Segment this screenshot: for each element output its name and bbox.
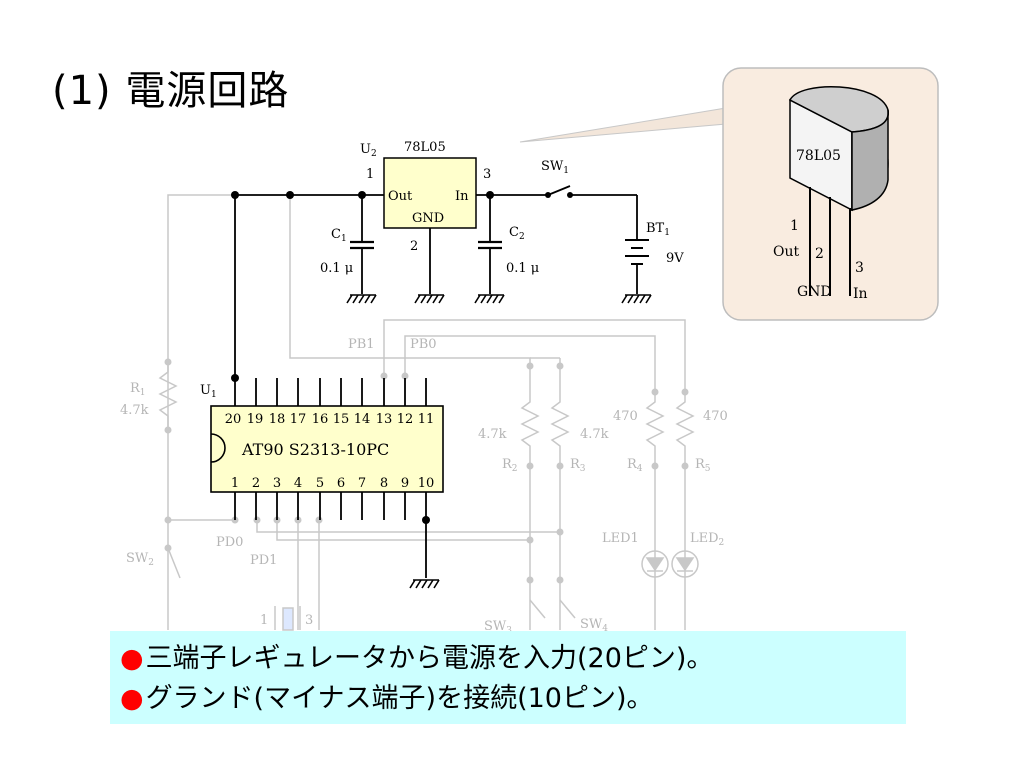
pin-number: 9 bbox=[401, 476, 409, 491]
note-line-1: ●三端子レギュレータから電源を入力(20ピン)。 bbox=[120, 639, 906, 679]
callout-pin1-label: 1 bbox=[790, 218, 799, 234]
ground-symbols bbox=[346, 294, 652, 589]
reg-part-label: 78L05 bbox=[404, 140, 446, 155]
pin-number: 8 bbox=[380, 476, 388, 491]
page-title: (1) 電源回路 bbox=[52, 68, 290, 114]
pin-number: 10 bbox=[418, 476, 435, 491]
ground-icon bbox=[621, 294, 652, 304]
bullet-icon: ● bbox=[120, 683, 144, 714]
pin-number: 7 bbox=[358, 476, 366, 491]
note-line-2: ●グランド(マイナス端子)を接続(10ピン)。 bbox=[120, 679, 906, 719]
r4-value: 470 bbox=[613, 409, 638, 424]
pin-number: 1 bbox=[231, 476, 239, 491]
reg-pin1-label: 1 bbox=[366, 167, 374, 182]
dimmed-junctions bbox=[164, 358, 689, 584]
pin-number: 14 bbox=[354, 412, 371, 427]
callout-pin2-label: 2 bbox=[815, 246, 824, 262]
c2-label: C2 bbox=[509, 225, 525, 242]
dimmed-circuit bbox=[158, 194, 699, 631]
dimmed-labels: PB1 PB0 R1 4.7k 4.7k R2 4.7k R3 470 R4 4… bbox=[120, 337, 728, 636]
mcu-part-label: AT90 S2313-10PC bbox=[241, 440, 389, 459]
r1-value: 4.7k bbox=[120, 403, 149, 418]
bt1-value: 9V bbox=[666, 251, 684, 266]
pb1-label: PB1 bbox=[348, 337, 375, 352]
bullet-icon: ● bbox=[120, 643, 144, 674]
pd0-label: PD0 bbox=[216, 535, 243, 550]
r4-label: R4 bbox=[627, 457, 643, 474]
r1-label: R1 bbox=[130, 381, 146, 398]
reg-gnd-label: GND bbox=[412, 211, 444, 226]
pin-number: 6 bbox=[337, 476, 345, 491]
pin-number: 5 bbox=[316, 476, 324, 491]
sw4-label: SW4 bbox=[580, 617, 608, 634]
ground-icon bbox=[414, 294, 445, 304]
pd1-label: PD1 bbox=[250, 553, 277, 568]
schematic-labels: U2 78L05 1 3 Out In GND 2 C1 0.1 μ C2 0.… bbox=[200, 140, 684, 459]
pin-number: 2 bbox=[252, 476, 260, 491]
reg-in-label: In bbox=[455, 189, 469, 204]
pin-number: 12 bbox=[397, 412, 414, 427]
u1-label: U1 bbox=[200, 383, 217, 400]
bt1-label: BT1 bbox=[646, 221, 670, 238]
r5-label: R5 bbox=[695, 457, 711, 474]
reg-pin3-label: 3 bbox=[483, 167, 491, 182]
pin-number: 19 bbox=[247, 412, 264, 427]
note-text-2: グランド(マイナス端子)を接続(10ピン)。 bbox=[145, 683, 654, 714]
reg-pin2-label: 2 bbox=[410, 239, 418, 254]
ground-icon bbox=[474, 294, 505, 304]
pin-number: 11 bbox=[418, 412, 435, 427]
regulator-78l05 bbox=[383, 157, 477, 229]
callout-gnd-label: GND bbox=[797, 284, 832, 300]
xtal-pin1-label: 1 bbox=[260, 613, 268, 628]
reg-out-label: Out bbox=[388, 189, 413, 204]
ground-icon bbox=[409, 579, 440, 589]
active-junctions bbox=[231, 191, 573, 524]
r3-label: R3 bbox=[570, 457, 586, 474]
r2-label: R2 bbox=[502, 457, 518, 474]
xtal-pin3-label: 3 bbox=[305, 613, 313, 628]
u2-label: U2 bbox=[360, 142, 377, 159]
mcu-top-pin-numbers: 20 19 18 17 16 15 14 13 12 11 bbox=[225, 412, 435, 427]
pin-number: 17 bbox=[290, 412, 307, 427]
pin-number: 20 bbox=[225, 412, 242, 427]
callout-in-label: In bbox=[853, 286, 868, 302]
note-text-1: 三端子レギュレータから電源を入力(20ピン)。 bbox=[145, 643, 714, 674]
pin-number: 3 bbox=[273, 476, 281, 491]
ground-icon bbox=[346, 294, 377, 304]
r3-value: 4.7k bbox=[580, 427, 609, 442]
pin-number: 15 bbox=[333, 412, 350, 427]
pin-number: 16 bbox=[312, 412, 329, 427]
explanation-box: ●三端子レギュレータから電源を入力(20ピン)。 ●グランド(マイナス端子)を接… bbox=[110, 631, 906, 724]
c2-value: 0.1 μ bbox=[506, 261, 539, 276]
active-circuit bbox=[234, 185, 649, 578]
regulator-callout: 78L05 1 Out 2 3 GND In bbox=[519, 67, 939, 321]
pin-number: 18 bbox=[269, 412, 286, 427]
mcu-at90s2313 bbox=[210, 378, 444, 520]
r5-value: 470 bbox=[703, 409, 728, 424]
callout-part-label: 78L05 bbox=[796, 148, 841, 164]
mcu-bottom-pin-numbers: 1 2 3 4 5 6 7 8 9 10 bbox=[231, 476, 434, 491]
sw2-label: SW2 bbox=[126, 551, 154, 568]
r2-value: 4.7k bbox=[478, 427, 507, 442]
callout-pin3-label: 3 bbox=[855, 260, 864, 276]
c1-value: 0.1 μ bbox=[320, 261, 353, 276]
led1-label: LED1 bbox=[602, 531, 639, 546]
pb0-label: PB0 bbox=[410, 337, 437, 352]
sw1-label: SW1 bbox=[541, 159, 569, 176]
c1-label: C1 bbox=[331, 227, 347, 244]
led2-label: LED2 bbox=[690, 531, 724, 548]
pin-number: 13 bbox=[376, 412, 393, 427]
callout-out-label: Out bbox=[773, 244, 799, 260]
to92-package-icon bbox=[788, 85, 889, 296]
pin-number: 4 bbox=[294, 476, 302, 491]
